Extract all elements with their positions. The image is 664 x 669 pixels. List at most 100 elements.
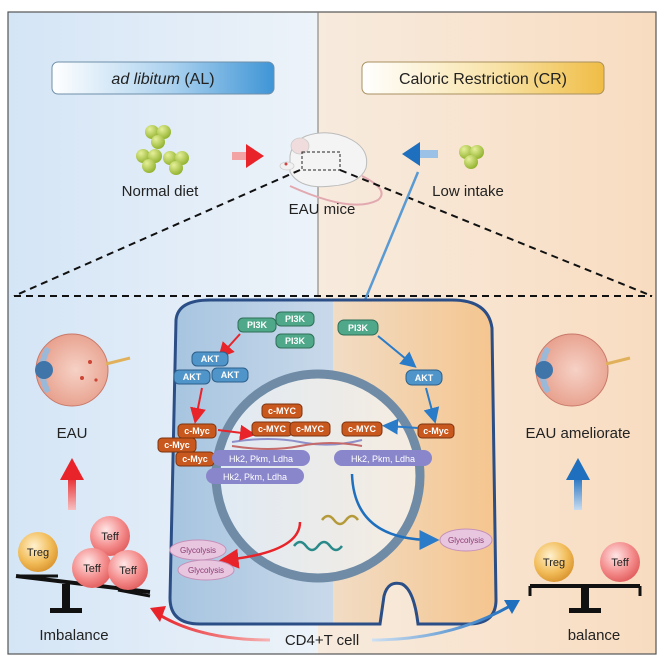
eau-mice-label: EAU mice	[289, 201, 356, 218]
svg-text:AKT: AKT	[415, 373, 434, 383]
right-eye-icon	[535, 333, 631, 407]
left-pi3k-3	[275, 333, 315, 349]
right-pi3k	[337, 319, 379, 336]
left-akt-3	[211, 367, 249, 383]
left-arrow-pi3k-akt	[217, 333, 241, 359]
svg-text:c-Myc: c-Myc	[423, 426, 449, 436]
bottom-left-arrow	[157, 612, 271, 642]
right-arrow-pi3k-akt	[377, 335, 417, 368]
left-cmyc-cyto-group: c-Myc c-Myc c-Myc	[157, 423, 217, 467]
left-genes-group: Hk2, Pkm, Ldha Hk2, Pkm, Ldha	[206, 450, 310, 484]
svg-text:Teff: Teff	[83, 563, 101, 575]
figure-border	[7, 11, 657, 655]
left-cmyc-cyto-1	[177, 423, 217, 439]
right-cmyc-cyto	[417, 423, 455, 439]
right-arrow-to-glycolysis	[350, 473, 440, 550]
cr-header-text: Caloric Restriction (CR)	[399, 71, 567, 88]
left-glycolysis-2	[177, 559, 235, 581]
left-genes-2	[206, 468, 304, 484]
svg-text:AKT: AKT	[221, 370, 240, 380]
eau-label: EAU	[57, 425, 88, 442]
svg-text:Teff: Teff	[119, 565, 137, 577]
svg-text:AKT: AKT	[201, 354, 220, 364]
right-treg-ball	[534, 542, 574, 582]
svg-text:c-Myc: c-Myc	[184, 426, 210, 436]
bottom-left-arrowhead	[150, 606, 166, 622]
left-cmyc-nuc-group: c-MYC c-MYC c-MYC	[251, 403, 331, 437]
svg-text:c-MYC: c-MYC	[296, 424, 325, 434]
svg-text:PI3K: PI3K	[285, 336, 306, 346]
normal-diet-label: Normal diet	[122, 183, 200, 200]
low-intake-label: Low intake	[432, 183, 504, 200]
svg-text:PI3K: PI3K	[247, 320, 268, 330]
svg-text:Teff: Teff	[611, 557, 629, 569]
right-arrow-akt-cmyc	[423, 387, 440, 424]
normal-diet-arrow	[232, 144, 264, 168]
left-akt-group: AKT AKT AKT	[173, 351, 249, 385]
svg-text:Hk2, Pkm, Ldha: Hk2, Pkm, Ldha	[229, 454, 293, 464]
svg-text:AKT: AKT	[183, 372, 202, 382]
cd4-t-cell-label: CD4+T cell	[285, 632, 359, 649]
svg-text:Treg: Treg	[543, 557, 565, 569]
left-glycolysis-group: Glycolysis Glycolysis	[169, 539, 235, 581]
left-cmyc-nuc-1	[261, 403, 303, 419]
low-intake-arrow	[402, 142, 438, 166]
balance-scale	[528, 584, 642, 613]
svg-text:c-Myc: c-Myc	[164, 440, 190, 450]
right-up-arrow	[566, 458, 590, 510]
al-header-text: ad libitum (AL)	[111, 71, 214, 88]
left-akt-1	[191, 351, 229, 367]
cr-inhibition-line	[358, 171, 420, 313]
svg-text:Hk2, Pkm, Ldha: Hk2, Pkm, Ldha	[223, 472, 287, 482]
svg-text:Teff: Teff	[101, 531, 119, 543]
mrna-left	[293, 540, 343, 552]
left-genes-1	[212, 450, 310, 466]
left-pi3k-group: PI3K PI3K PI3K	[237, 311, 315, 349]
mrna-right	[321, 514, 359, 526]
cr-header: Caloric Restriction (CR)	[361, 61, 605, 95]
svg-text:c-Myc: c-Myc	[182, 454, 208, 464]
right-cmyc-nuc	[341, 421, 383, 437]
left-eye-icon	[35, 333, 131, 407]
left-pi3k-2	[275, 311, 315, 327]
svg-text:c-MYC: c-MYC	[258, 424, 287, 434]
balance-label: balance	[568, 627, 621, 644]
left-treg-ball	[18, 532, 58, 572]
right-arrow-cmyc-nucleus	[382, 418, 419, 435]
svg-text:Glycolysis: Glycolysis	[188, 566, 224, 575]
svg-text:Hk2, Pkm, Ldha: Hk2, Pkm, Ldha	[351, 454, 415, 464]
al-header: ad libitum (AL)	[51, 61, 275, 95]
svg-text:c-MYC: c-MYC	[348, 424, 377, 434]
mouse-selection-box	[301, 151, 341, 171]
left-cmyc-nuc-3	[289, 421, 331, 437]
right-akt	[405, 369, 443, 386]
imbalance-label: Imbalance	[39, 627, 108, 644]
svg-text:PI3K: PI3K	[348, 323, 369, 333]
low-intake-food-icon	[459, 145, 484, 169]
bottom-right-arrowhead	[504, 600, 520, 614]
left-up-arrow	[60, 458, 84, 510]
left-teff-ball-1	[90, 516, 130, 556]
svg-text:Treg: Treg	[27, 547, 49, 559]
normal-diet-food-icon	[136, 125, 189, 175]
left-akt-2	[173, 369, 211, 385]
left-pi3k-1	[237, 317, 277, 333]
left-cmyc-cyto-2	[157, 437, 197, 453]
right-genes	[334, 450, 432, 466]
eau-ameliorate-label: EAU ameliorate	[525, 425, 630, 442]
zoom-lines	[13, 169, 653, 297]
bottom-right-arrow	[371, 604, 511, 642]
right-glycolysis	[439, 528, 493, 552]
svg-text:c-MYC: c-MYC	[268, 406, 297, 416]
left-arrow-to-glycolysis	[218, 521, 302, 569]
left-arrow-cmyc-nucleus	[217, 424, 256, 441]
left-arrow-akt-cmyc	[190, 387, 206, 424]
left-teff-ball-2	[72, 548, 112, 588]
left-teff-ball-3	[108, 550, 148, 590]
svg-text:PI3K: PI3K	[285, 314, 306, 324]
right-teff-ball	[600, 542, 640, 582]
svg-text:Glycolysis: Glycolysis	[448, 536, 484, 545]
svg-text:Glycolysis: Glycolysis	[180, 546, 216, 555]
